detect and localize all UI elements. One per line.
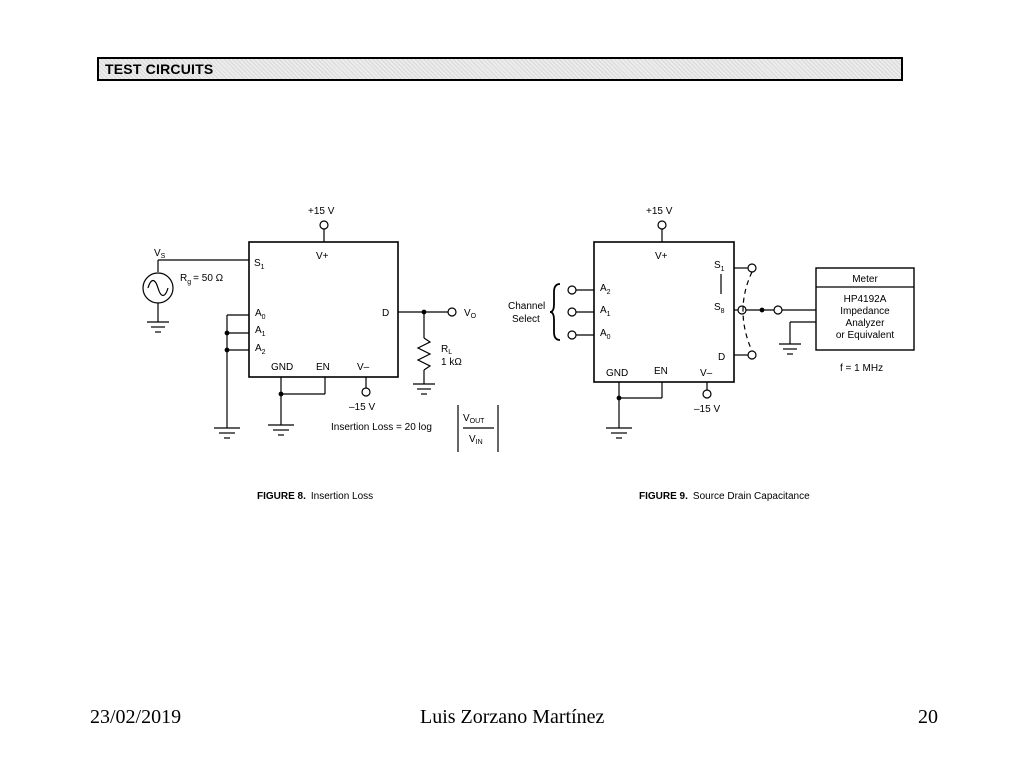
fig8-vplus-terminal: [319, 220, 329, 230]
fig8-vs-label: VS: [154, 248, 166, 260]
fig8-a1-pin-label: A1: [255, 325, 266, 338]
fig9-d-pin-label: D: [718, 352, 725, 363]
fig8-switch-ic: [248, 241, 399, 378]
fig9-a2-pin-label: A2: [600, 283, 611, 296]
fig9-schematic: [549, 220, 915, 439]
meter-desc-3: or Equivalent: [836, 330, 895, 341]
fig9-vminus-terminal: [702, 389, 712, 399]
section-title: TEST CIRCUITS: [105, 61, 214, 77]
fig8-vminus-pin-label: V–: [357, 362, 370, 373]
fig9-a0-pin-label: A0: [600, 328, 611, 341]
footer-date: 23/02/2019: [90, 706, 182, 728]
channel-select-brace: [549, 283, 561, 341]
vin-label: VIN: [469, 434, 483, 446]
footer-author: Luis Zorzano Martínez: [420, 706, 605, 728]
fig9-vminus-pin-label: V–: [700, 368, 713, 379]
channel-label: Channel: [508, 301, 545, 312]
fig8-rg-label: Rg= 50 Ω: [180, 273, 224, 286]
insertion-loss-formula: Insertion Loss = 20 log: [331, 422, 432, 433]
fig8-vplus-pin-label: V+: [316, 251, 329, 262]
fig9-s1-pin-label: S1: [714, 260, 725, 273]
fig8-vminus-supply-label: –15 V: [349, 402, 375, 413]
fig8-rl-value-label: 1 kΩ: [441, 357, 462, 368]
fig8-a2-pin-label: A2: [255, 343, 266, 356]
fig9-a1-pin-label: A1: [600, 305, 611, 318]
footer-page-number: 20: [918, 706, 938, 728]
fig8-caption: FIGURE 8.Insertion Loss: [257, 491, 373, 502]
fig8-a0-pin-label: A0: [255, 308, 266, 321]
frequency-label: f = 1 MHz: [840, 363, 883, 374]
fig8-load-resistor: [416, 337, 432, 371]
fig9-gnd-pin-label: GND: [606, 368, 628, 379]
fig9-dashed-connection: [742, 271, 753, 352]
meter-desc-1: Impedance: [840, 306, 890, 317]
fig9-switch-ic: [593, 241, 735, 383]
fig9-vplus-pin-label: V+: [655, 251, 668, 262]
fig9-vplus-terminal: [657, 220, 667, 230]
meter-model: HP4192A: [844, 294, 887, 305]
fig9-s8-pin-label: S8: [714, 302, 725, 315]
fig8-rl-label: RL: [441, 344, 452, 356]
fig8-s1-pin-label: S1: [254, 258, 265, 271]
fig9-caption: FIGURE 9.Source Drain Capacitance: [639, 491, 810, 502]
fig8-gnd-pin-label: GND: [271, 362, 293, 373]
meter-desc-2: Analyzer: [846, 318, 886, 329]
meter-title: Meter: [852, 274, 878, 285]
meter-box: [815, 267, 915, 351]
fig8-vo-label: VO: [464, 308, 477, 320]
fig8-vminus-terminal: [361, 387, 371, 397]
select-label: Select: [512, 314, 540, 325]
fig8-vplus-supply-label: +15 V: [308, 206, 335, 217]
fig9-vplus-supply-label: +15 V: [646, 206, 673, 217]
fig8-vo-terminal: [447, 307, 457, 317]
fig9-vminus-supply-label: –15 V: [694, 404, 720, 415]
fig8-schematic: [142, 220, 499, 452]
section-header-bar: TEST CIRCUITS: [97, 57, 903, 81]
fig8-d-pin-label: D: [382, 308, 389, 319]
fig9-en-pin-label: EN: [654, 366, 668, 377]
vout-label: VOUT: [463, 413, 485, 425]
fig8-en-pin-label: EN: [316, 362, 330, 373]
